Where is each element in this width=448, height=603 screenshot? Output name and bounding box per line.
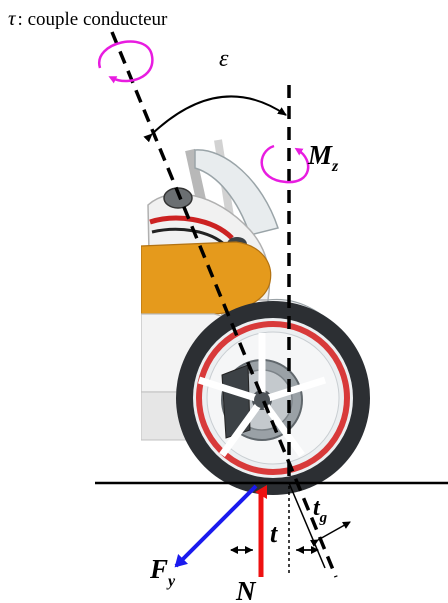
n-label: N <box>235 576 257 603</box>
tg-main: t <box>313 495 321 521</box>
tg-subscript: g <box>319 510 328 526</box>
tg-label: tg <box>313 495 328 526</box>
steering-axis <box>110 31 338 578</box>
caption: τ: couple conducteur <box>8 6 167 31</box>
mz-label: Mz <box>307 140 339 175</box>
tau-torque-arrow <box>98 40 154 84</box>
t-label: t <box>270 519 278 548</box>
fy-main: F <box>149 554 168 584</box>
fy-label: Fy <box>149 554 176 590</box>
tg-perpendicular <box>288 482 326 569</box>
mz-main: M <box>307 140 333 170</box>
lateral-force-arrow <box>174 484 258 568</box>
mz-subscript: z <box>331 158 339 175</box>
mz-moment-arrow <box>260 144 310 184</box>
epsilon-label: ε <box>219 46 229 72</box>
caption-separator: : <box>17 9 23 30</box>
fy-subscript: y <box>166 573 176 590</box>
tg-dimension-arrow <box>309 521 351 547</box>
tau-symbol: τ <box>8 6 16 30</box>
epsilon-angle-arc <box>143 95 287 143</box>
caption-text: couple conducteur <box>27 9 168 30</box>
motorcycle-illustration <box>132 139 370 495</box>
